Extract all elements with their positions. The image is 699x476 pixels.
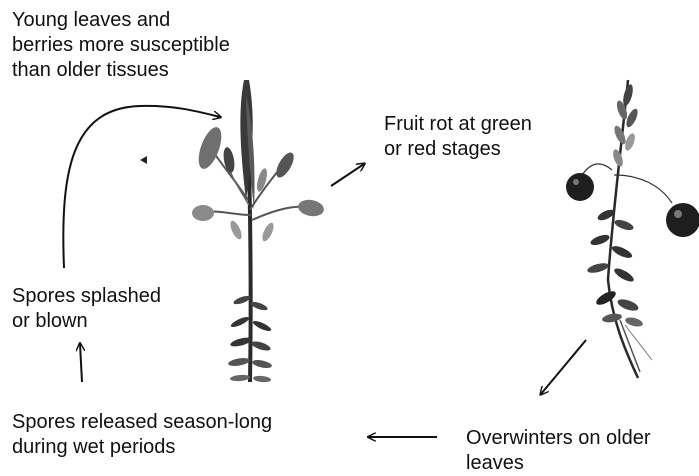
label-line: leaves bbox=[466, 451, 651, 476]
label-line: or blown bbox=[12, 309, 161, 334]
label-line: Overwinters on older bbox=[466, 426, 651, 451]
label-spores-released: Spores released season-long during wet p… bbox=[12, 410, 272, 460]
arrow-plant-to-overwinters bbox=[541, 340, 586, 394]
young-cranberry-shoot-plant bbox=[192, 80, 325, 383]
label-line: berries more susceptible bbox=[12, 33, 230, 58]
label-line: Spores released season-long bbox=[12, 410, 272, 435]
label-line: Fruit rot at green bbox=[384, 112, 532, 137]
arrow-splash-to-young-leaves bbox=[63, 106, 220, 268]
arrow-to-fruit-rot bbox=[331, 164, 364, 186]
label-young-leaves-susceptible: Young leaves and berries more susceptibl… bbox=[12, 8, 230, 83]
label-line: than older tissues bbox=[12, 58, 230, 83]
label-line: Spores splashed bbox=[12, 284, 161, 309]
label-line: during wet periods bbox=[12, 435, 272, 460]
label-overwinters: Overwinters on older leaves bbox=[466, 426, 651, 476]
berry-right bbox=[666, 203, 699, 237]
arrow-released-to-splashed bbox=[80, 344, 82, 382]
label-spores-splashed: Spores splashed or blown bbox=[12, 284, 161, 334]
cranberry-plant-with-berries bbox=[566, 80, 699, 378]
label-line: Young leaves and bbox=[12, 8, 230, 33]
label-line: or red stages bbox=[384, 137, 532, 162]
label-fruit-rot: Fruit rot at green or red stages bbox=[384, 112, 532, 162]
spore-speck-mark bbox=[140, 156, 147, 164]
berry-left bbox=[566, 173, 594, 201]
